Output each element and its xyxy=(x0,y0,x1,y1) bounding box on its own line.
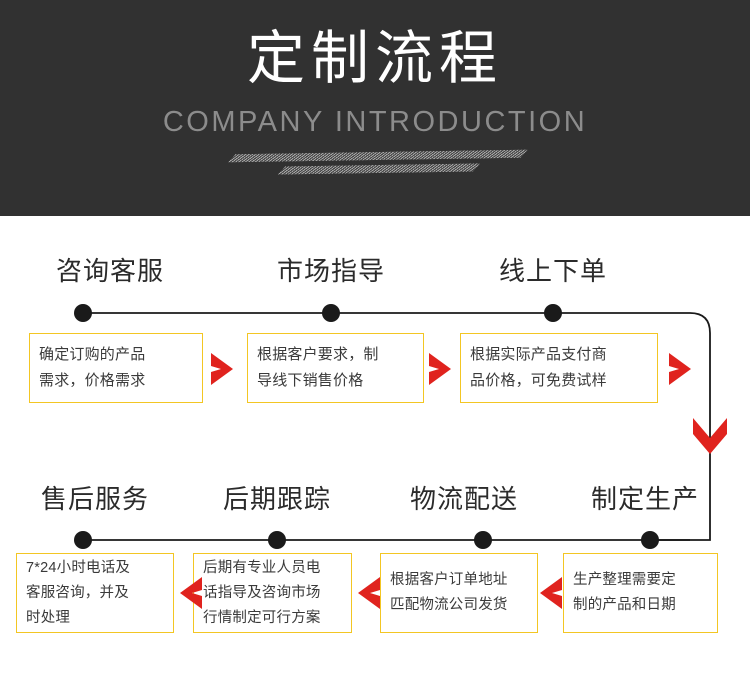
stage-label-production: 制定生产 xyxy=(590,484,700,514)
stage-dot xyxy=(544,304,562,322)
decorative-bar-lower xyxy=(278,163,480,175)
stage-label-follow-up: 后期跟踪 xyxy=(222,484,332,514)
page-title: 定制流程 xyxy=(246,26,503,91)
stage-label-logistics: 物流配送 xyxy=(409,484,519,514)
chevron-left-icon xyxy=(180,577,202,609)
stage-label-online-order: 线上下单 xyxy=(498,256,608,286)
stage-dot xyxy=(74,531,92,549)
flow-box-consult[interactable]: 确定订购的产品 需求，价格需求 xyxy=(29,333,203,403)
flow-box-after-sales[interactable]: 7*24小时电话及 客服咨询，并及 时处理 xyxy=(16,553,174,633)
flow-connector-lines xyxy=(74,304,727,549)
flow-box-market-guide[interactable]: 根据客户要求，制 导线下销售价格 xyxy=(247,333,424,403)
chevron-left-icon xyxy=(540,577,562,609)
flow-box-follow-up[interactable]: 后期有专业人员电 话指导及咨询市场 行情制定可行方案 xyxy=(193,553,352,633)
flow-box-text: 根据实际产品支付商 品价格，可免费试样 xyxy=(470,346,607,389)
stage-dot xyxy=(474,531,492,549)
flow-box-text: 7*24小时电话及 客服咨询，并及 时处理 xyxy=(26,559,131,626)
stage-dot xyxy=(268,531,286,549)
connector-path xyxy=(83,312,711,541)
flow-box-text: 根据客户要求，制 导线下销售价格 xyxy=(257,346,379,389)
flow-box-text: 根据客户订单地址 匹配物流公司发货 xyxy=(390,572,508,613)
stage-label-consult: 咨询客服 xyxy=(55,256,165,286)
flow-box-text: 确定订购的产品 需求，价格需求 xyxy=(39,346,146,389)
flow-box-text: 后期有专业人员电 话指导及咨询市场 行情制定可行方案 xyxy=(203,559,321,626)
page-subtitle: COMPANY INTRODUCTION xyxy=(162,106,588,138)
decorative-bar-upper xyxy=(228,149,528,163)
stage-label-market-guide: 市场指导 xyxy=(276,256,386,286)
chevron-right-icon xyxy=(211,353,233,385)
stage-dot xyxy=(322,304,340,322)
chevron-right-icon xyxy=(429,353,451,385)
stage-dot xyxy=(74,304,92,322)
flow-box-online-order[interactable]: 根据实际产品支付商 品价格，可免费试样 xyxy=(460,333,658,403)
page-header: 定制流程 COMPANY INTRODUCTION xyxy=(0,0,750,216)
flow-box-logistics[interactable]: 根据客户订单地址 匹配物流公司发货 xyxy=(380,553,538,633)
flow-box-text: 生产整理需要定 制的产品和日期 xyxy=(573,572,676,613)
stage-dot xyxy=(641,531,659,549)
stage-label-after-sales: 售后服务 xyxy=(40,484,150,514)
chevron-right-icon xyxy=(669,353,691,385)
chevron-down-icon xyxy=(693,418,727,454)
flow-box-production[interactable]: 生产整理需要定 制的产品和日期 xyxy=(563,553,718,633)
flow-diagram: 咨询客服 市场指导 线上下单 确定订购的产品 需求，价格需求 根据客户要求，制 … xyxy=(0,216,750,675)
chevron-left-icon xyxy=(358,577,380,609)
